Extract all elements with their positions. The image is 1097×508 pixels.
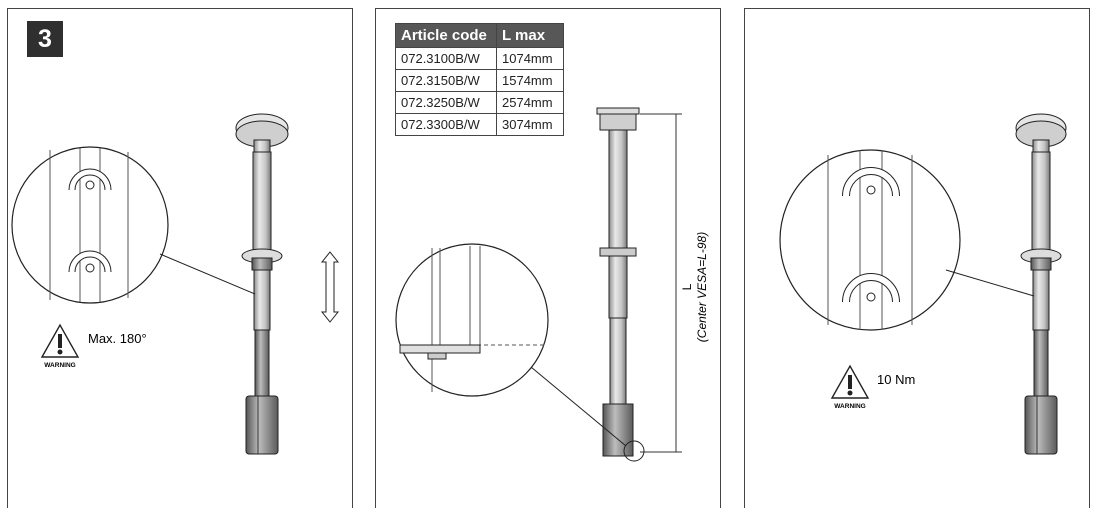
table-header-article-code: Article code — [395, 23, 497, 48]
table-cell-lmax: 3074mm — [496, 113, 564, 136]
warning-triangle-icon — [40, 323, 80, 358]
dimension-label: L — [680, 283, 694, 290]
table-header-row: Article code L max — [395, 23, 564, 48]
rotation-limit-note: Max. 180° — [88, 331, 147, 346]
table-header-l-max: L max — [496, 23, 564, 48]
table-cell-lmax: 1574mm — [496, 69, 564, 92]
upper-pole — [1031, 151, 1051, 253]
leader-line — [945, 269, 1035, 297]
table-cell-code: 072.3100B/W — [395, 47, 497, 70]
upper-pole — [608, 129, 628, 249]
up-down-arrow-icon — [320, 251, 340, 323]
table-cell-code: 072.3150B/W — [395, 69, 497, 92]
leader-line — [530, 366, 627, 447]
lower-pole-inner — [609, 317, 627, 407]
dimension-l-marker — [640, 113, 682, 453]
ceiling-mount — [596, 107, 640, 115]
detail-zoom-circle-right — [779, 149, 961, 331]
dimension-note: (Center VESA=L-98) — [695, 232, 709, 342]
detail-zoom-circle-center — [395, 243, 549, 397]
bottom-bracket — [1024, 395, 1058, 455]
warning-label: WARNING — [834, 403, 865, 410]
bottom-bracket — [602, 403, 634, 457]
table-cell-code: 072.3300B/W — [395, 113, 497, 136]
upper-pole — [252, 151, 272, 253]
bottom-bracket — [245, 395, 279, 455]
lower-pole — [253, 269, 271, 331]
detail-zoom-circle-left — [11, 146, 169, 304]
warning-label: WARNING — [44, 362, 75, 369]
lower-pole-dark — [254, 329, 270, 401]
pole-assembly-left — [235, 113, 289, 455]
lower-pole — [1032, 269, 1050, 331]
table-cell-lmax: 1074mm — [496, 47, 564, 70]
step-number-badge: 3 — [27, 21, 63, 57]
pole-assembly-center — [596, 107, 640, 457]
warning-triangle-icon — [830, 364, 870, 399]
table-cell-lmax: 2574mm — [496, 91, 564, 114]
leader-line — [159, 253, 256, 295]
torque-note: 10 Nm — [877, 372, 915, 387]
pole-assembly-right — [1015, 113, 1067, 455]
lower-pole — [608, 255, 628, 319]
pole-collar — [599, 247, 637, 257]
table-cell-code: 072.3250B/W — [395, 91, 497, 114]
